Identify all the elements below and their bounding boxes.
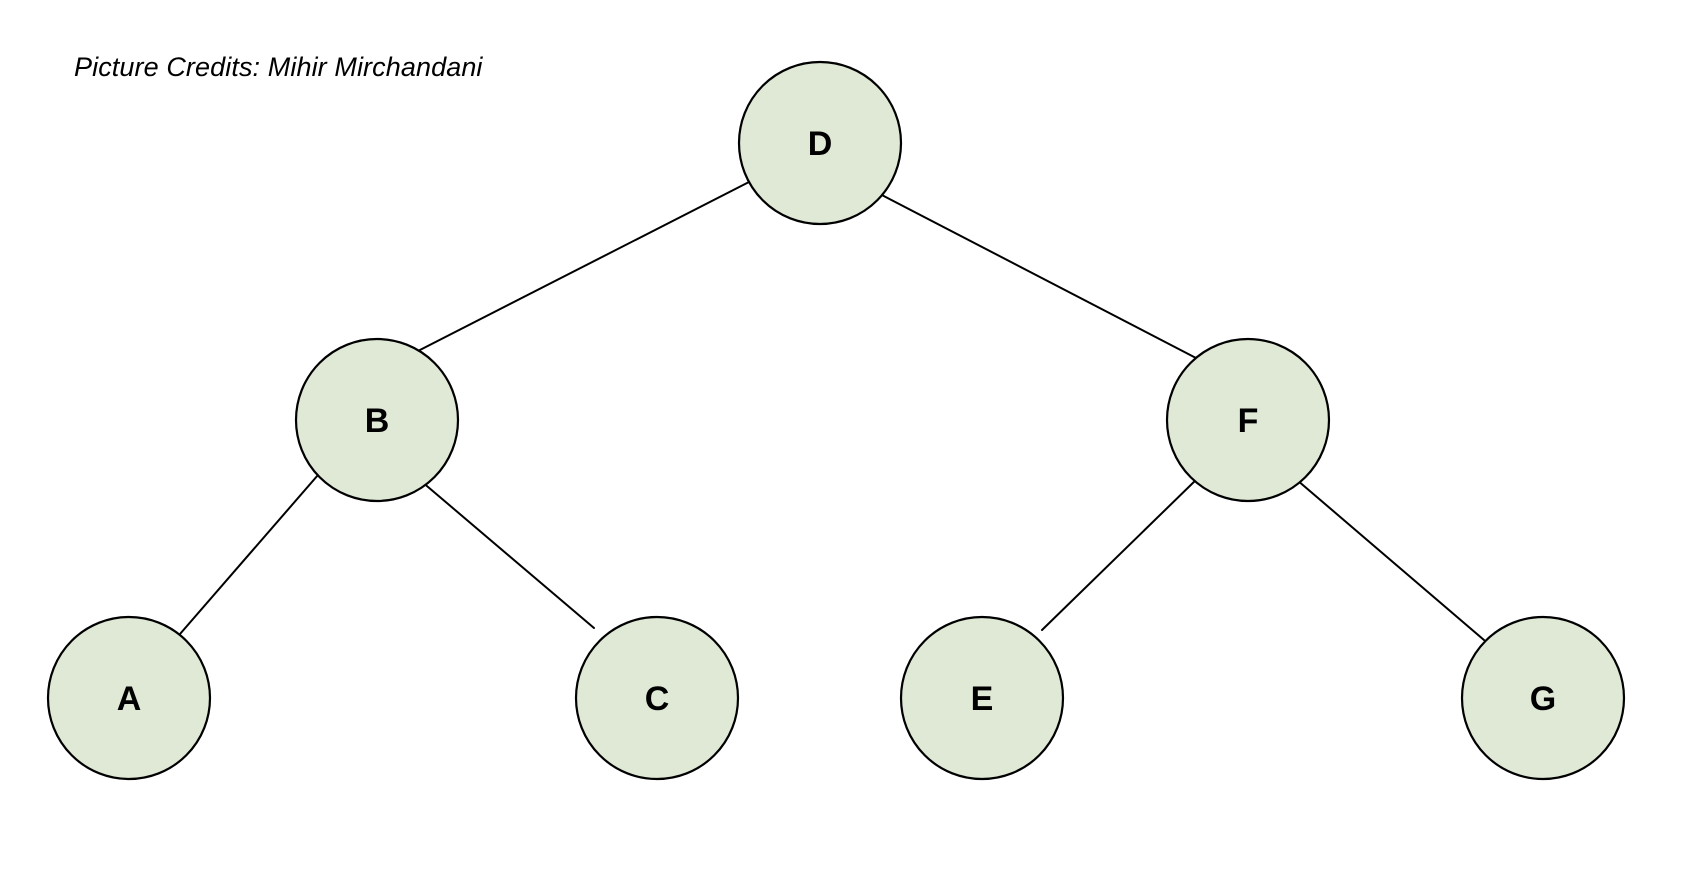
- node-circle-d[interactable]: [737, 60, 903, 226]
- tree-edge-f-e: [1041, 476, 1200, 631]
- picture-credits-label: Picture Credits: Mihir Mirchandani: [74, 52, 483, 82]
- node-circle-g[interactable]: [1460, 615, 1626, 781]
- tree-edge-d-b: [415, 181, 750, 353]
- tree-edges-group: [179, 181, 1485, 641]
- node-label-a: A: [117, 680, 142, 718]
- tree-edge-b-a: [179, 474, 319, 635]
- tree-node-a[interactable]: A: [46, 615, 212, 781]
- tree-node-e[interactable]: E: [899, 615, 1065, 781]
- tree-edge-b-c: [420, 480, 595, 629]
- tree-node-g[interactable]: G: [1460, 615, 1626, 781]
- node-label-c: C: [645, 680, 670, 718]
- node-circle-e[interactable]: [899, 615, 1065, 781]
- tree-node-c[interactable]: C: [574, 615, 740, 781]
- node-label-b: B: [365, 402, 390, 440]
- tree-node-f[interactable]: F: [1165, 337, 1331, 503]
- node-label-e: E: [971, 680, 994, 718]
- node-label-f: F: [1238, 402, 1259, 440]
- tree-node-b[interactable]: B: [294, 337, 460, 503]
- node-circle-a[interactable]: [46, 615, 212, 781]
- node-circle-c[interactable]: [574, 615, 740, 781]
- node-circle-f[interactable]: [1165, 337, 1331, 503]
- tree-nodes-group: D B F A C E G: [46, 60, 1626, 781]
- node-label-d: D: [808, 125, 833, 163]
- tree-edge-f-g: [1296, 479, 1485, 641]
- tree-edge-d-f: [877, 192, 1197, 359]
- node-circle-b[interactable]: [294, 337, 460, 503]
- node-label-g: G: [1530, 680, 1556, 718]
- tree-node-d[interactable]: D: [737, 60, 903, 226]
